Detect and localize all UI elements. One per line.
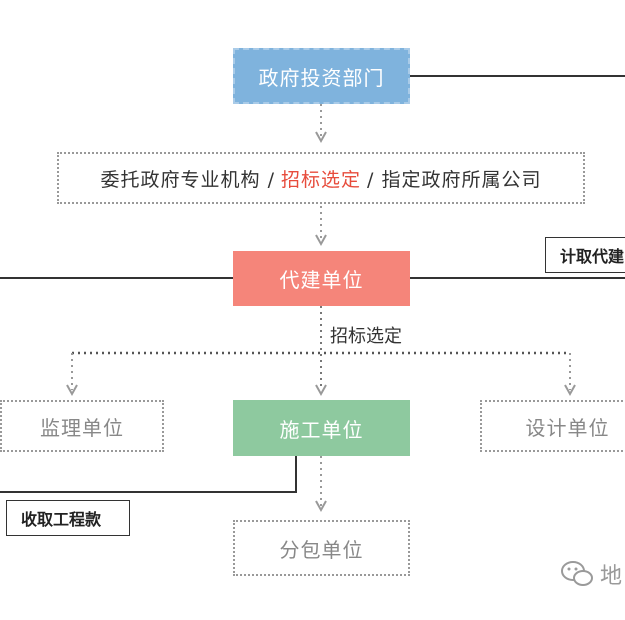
- agent-unit-node: 代建单位: [233, 251, 410, 306]
- collect-payment-label: 收取工程款: [21, 510, 102, 529]
- construction-unit-node: 施工单位: [233, 400, 410, 456]
- agent-unit-label: 代建单位: [279, 268, 364, 292]
- supervision-unit-label: 监理单位: [40, 415, 124, 440]
- entrust-options-node: 委托政府专业机构 / 招标选定 / 指定政府所属公司: [57, 152, 585, 204]
- watermark-text: 地: [600, 564, 623, 589]
- construction-unit-label: 施工单位: [279, 417, 364, 442]
- subcontract-unit-label: 分包单位: [279, 537, 364, 562]
- subcontract-unit-node: 分包单位: [233, 520, 410, 576]
- collect-fee-tag: 计取代建: [545, 237, 625, 273]
- watermark: 地: [560, 558, 622, 590]
- collect-fee-label: 计取代建: [560, 247, 625, 266]
- entrust-highlight-label: 招标选定: [280, 168, 361, 191]
- collect-payment-tag: 收取工程款: [6, 500, 130, 536]
- bid-select-label: 招标选定: [328, 322, 404, 348]
- gov-investment-dept-node: 政府投资部门: [233, 48, 410, 104]
- entrust-post-label: / 指定政府所属公司: [367, 168, 542, 191]
- gov-investment-dept-label: 政府投资部门: [258, 65, 385, 90]
- wechat-icon: [561, 561, 593, 586]
- design-unit-label: 设计单位: [525, 415, 610, 440]
- supervision-unit-node: 监理单位: [0, 400, 164, 452]
- design-unit-node: 设计单位: [480, 400, 625, 452]
- entrust-pre-label: 委托政府专业机构 /: [100, 168, 275, 191]
